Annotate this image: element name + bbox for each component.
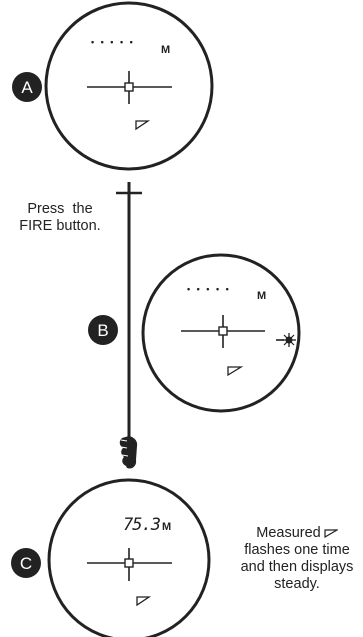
measured-instruction: Measured flashes one time and then displ… — [234, 525, 360, 593]
viewer-c-reticle — [87, 548, 172, 581]
measured-word: Measured — [256, 525, 320, 541]
fire-instruction-line-2: FIRE button. — [8, 218, 112, 235]
measured-instruction-line-4: steady. — [234, 576, 360, 593]
step-badge-a: A — [12, 72, 42, 102]
step-badge-b: B — [88, 315, 118, 345]
triangle-icon — [324, 529, 338, 538]
viewer-a-unit: M — [161, 44, 170, 56]
triangle-icon — [137, 597, 149, 605]
viewer-b: • • • • • M — [143, 255, 299, 411]
fire-line — [116, 182, 142, 438]
target-icon — [276, 333, 296, 347]
viewer-b-readout: • • • • • — [187, 284, 231, 294]
measured-instruction-line-2: flashes one time — [234, 542, 360, 559]
svg-text:B: B — [97, 321, 108, 340]
triangle-icon — [136, 121, 148, 129]
viewer-c-readout: 75.3 — [123, 515, 161, 535]
svg-text:C: C — [20, 554, 32, 573]
measured-instruction-line-3: and then displays — [234, 559, 360, 576]
viewer-a-reticle — [87, 71, 172, 104]
step-badge-c: C — [11, 548, 41, 578]
fire-instruction: Press the FIRE button. — [8, 201, 112, 235]
viewer-b-unit: M — [257, 290, 266, 302]
viewer-c: 75.3 M — [49, 480, 209, 637]
viewer-c-unit: M — [162, 521, 171, 533]
triangle-icon — [228, 367, 241, 375]
fire-instruction-line-1: Press the — [8, 201, 112, 218]
viewer-b-reticle — [181, 315, 265, 348]
viewer-a-readout: • • • • • — [91, 37, 135, 47]
viewer-a: • • • • • M — [46, 3, 212, 169]
measured-instruction-line-1: Measured — [234, 525, 360, 542]
svg-text:A: A — [21, 78, 33, 97]
pointing-hand-icon — [120, 436, 137, 469]
